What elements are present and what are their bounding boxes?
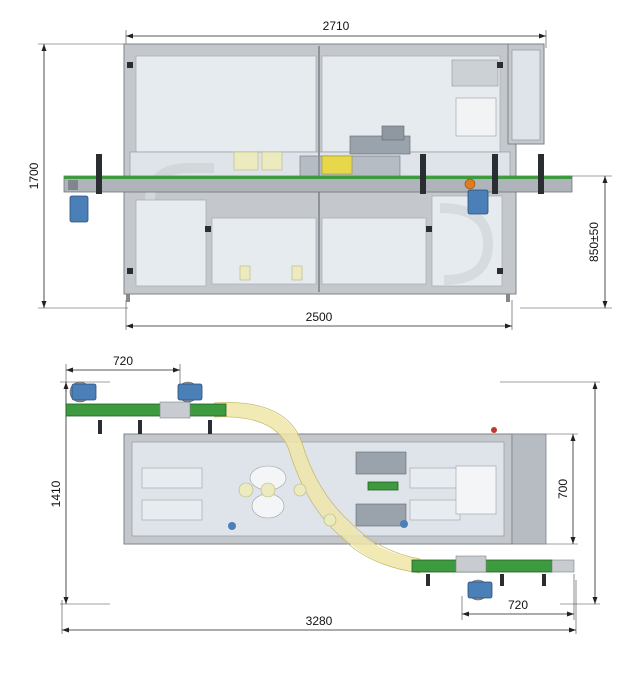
machine-top — [123, 402, 547, 574]
dim-label-height-overall: 1700 — [27, 162, 41, 189]
outfeed-conveyor — [411, 555, 575, 601]
dim-label-conveyor-height: 850±50 — [587, 222, 601, 262]
dimension-frame-depth: 700 — [512, 433, 578, 545]
dimension-width-overall: 2710 — [125, 19, 547, 48]
dimension-conveyor-height: 850±50 — [520, 175, 612, 309]
dimension-length-overall: 3280 — [61, 580, 577, 634]
dimension-infeed-length: 720 — [65, 354, 181, 392]
infeed-conveyor — [65, 381, 227, 434]
dim-label-length-overall: 3280 — [306, 614, 333, 628]
dim-label-width-overall: 2710 — [323, 19, 350, 33]
dimension-right-extent — [500, 381, 600, 605]
front-view: 2710 1700 850±50 2500 — [27, 19, 612, 330]
machine-front — [123, 43, 545, 302]
dim-label-infeed-length: 720 — [113, 354, 133, 368]
dim-label-outfeed-length: 720 — [508, 598, 528, 612]
dimension-depth-overall: 1410 — [49, 381, 110, 605]
dim-label-frame-depth: 700 — [556, 479, 570, 499]
dimension-height-overall: 1700 — [27, 43, 128, 309]
dim-label-width-base: 2500 — [306, 310, 333, 324]
dimension-width-base: 2500 — [125, 300, 513, 330]
dimension-outfeed-length: 720 — [461, 574, 575, 620]
front-conveyor — [63, 154, 573, 223]
dim-label-depth-overall: 1410 — [49, 480, 63, 507]
top-view: 720 1410 700 — [49, 354, 600, 634]
